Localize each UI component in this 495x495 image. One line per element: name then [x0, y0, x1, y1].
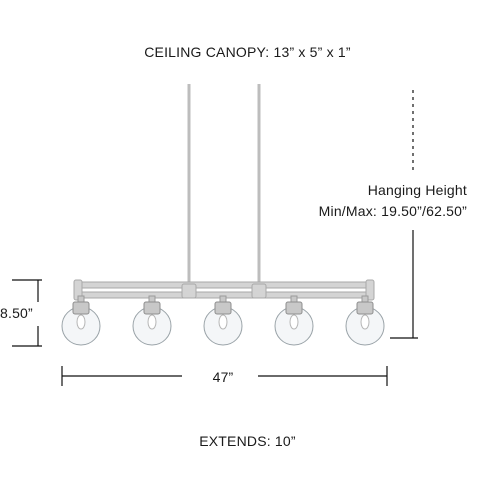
- shade-bulb: [360, 314, 370, 330]
- frame-top-rail: [75, 281, 373, 289]
- glass-shade: [274, 295, 314, 346]
- extends-label: EXTENDS: 10”: [199, 433, 296, 449]
- suspension-rods: [187, 84, 261, 290]
- shade-socket: [356, 301, 374, 315]
- rod-mount-left: [181, 283, 197, 299]
- glass-shade: [132, 295, 172, 346]
- shade-bulb: [218, 314, 228, 330]
- ceiling-canopy-label: CEILING CANOPY: 13” x 5” x 1”: [144, 44, 351, 60]
- glass-shade: [203, 295, 243, 346]
- shade-socket: [214, 301, 232, 315]
- glass-shade: [345, 295, 385, 346]
- rod-mount-right: [251, 283, 267, 299]
- fixture-frame: [73, 279, 375, 301]
- shade-bulb: [147, 314, 157, 330]
- height-dimension-label: 8.50”: [0, 305, 33, 321]
- shade-bulb: [76, 314, 86, 330]
- dimension-lines: [12, 90, 418, 386]
- shade-socket: [285, 301, 303, 315]
- frame-right-end: [365, 279, 375, 301]
- width-dimension-label: 47”: [212, 369, 234, 385]
- hanging-height-title: Hanging Height: [367, 182, 467, 198]
- hanging-height-min-max: Min/Max: 19.50”/62.50”: [318, 203, 467, 219]
- shade-socket: [143, 301, 161, 315]
- shade-bulb: [289, 314, 299, 330]
- glass-shade: [61, 295, 101, 346]
- shade-socket: [72, 301, 90, 315]
- glass-shades: [61, 295, 385, 346]
